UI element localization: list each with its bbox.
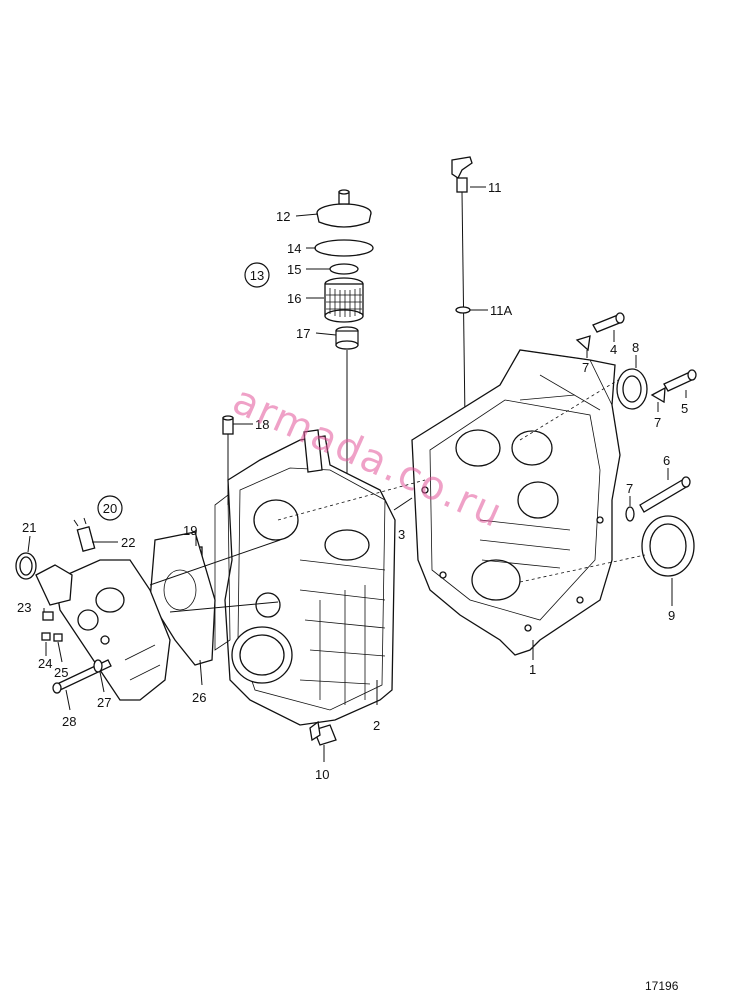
label-11: 11 xyxy=(488,180,502,195)
label-27: 27 xyxy=(97,695,111,710)
label-6: 6 xyxy=(663,453,670,468)
label-8: 8 xyxy=(632,340,639,355)
label-12: 12 xyxy=(276,209,290,224)
seal-ring-21 xyxy=(15,552,37,580)
oil-filter-seal-ring xyxy=(314,239,374,257)
label-18: 18 xyxy=(255,417,269,432)
washer-7-c xyxy=(625,506,635,522)
figure-number: 17196 xyxy=(645,979,679,993)
label-3: 3 xyxy=(398,527,405,542)
label-11a: 11A xyxy=(490,303,512,318)
label-19: 19 xyxy=(183,523,197,538)
label-17: 17 xyxy=(296,326,310,341)
label-16: 16 xyxy=(287,291,301,306)
screw-24-25 xyxy=(41,632,63,642)
label-5: 5 xyxy=(681,401,688,416)
pump-housing xyxy=(35,559,171,701)
callout-20: 20 xyxy=(97,495,123,521)
screw-23 xyxy=(42,611,54,621)
sensor-18 xyxy=(222,415,234,505)
callout-13: 13 xyxy=(244,262,270,288)
label-25: 25 xyxy=(54,665,68,680)
plug-10 xyxy=(309,720,337,746)
label-4: 4 xyxy=(610,342,617,357)
oil-filter-cap xyxy=(316,189,372,228)
oil-filter-sleeve xyxy=(335,326,359,350)
label-28: 28 xyxy=(62,714,76,729)
label-20: 20 xyxy=(103,501,117,516)
label-24: 24 xyxy=(38,656,52,671)
oil-filter-o-ring xyxy=(329,263,359,275)
label-21: 21 xyxy=(22,520,36,535)
label-22: 22 xyxy=(121,535,135,550)
label-13: 13 xyxy=(250,268,264,283)
label-10: 10 xyxy=(315,767,329,782)
washer-7-b xyxy=(650,386,666,404)
label-7-a: 7 xyxy=(582,360,589,375)
label-9: 9 xyxy=(668,608,675,623)
label-2: 2 xyxy=(373,718,380,733)
label-26: 26 xyxy=(192,690,206,705)
label-15: 15 xyxy=(287,262,301,277)
dipstick xyxy=(451,156,473,421)
washer-7-a xyxy=(575,335,591,352)
bolt-6 xyxy=(639,476,691,513)
oil-seal-8 xyxy=(616,368,648,410)
bolt-4 xyxy=(592,312,625,333)
sensor-22 xyxy=(73,517,96,552)
oil-filter-element xyxy=(324,277,364,323)
flywheel-housing xyxy=(411,349,621,656)
label-1: 1 xyxy=(529,662,536,677)
label-14: 14 xyxy=(287,241,301,256)
label-23: 23 xyxy=(17,600,31,615)
timing-gear-casing xyxy=(214,429,396,726)
washer-27 xyxy=(93,659,103,673)
bolt-5 xyxy=(663,369,697,392)
label-7-b: 7 xyxy=(654,415,661,430)
label-7-c: 7 xyxy=(626,481,633,496)
oil-seal-9 xyxy=(641,515,695,577)
